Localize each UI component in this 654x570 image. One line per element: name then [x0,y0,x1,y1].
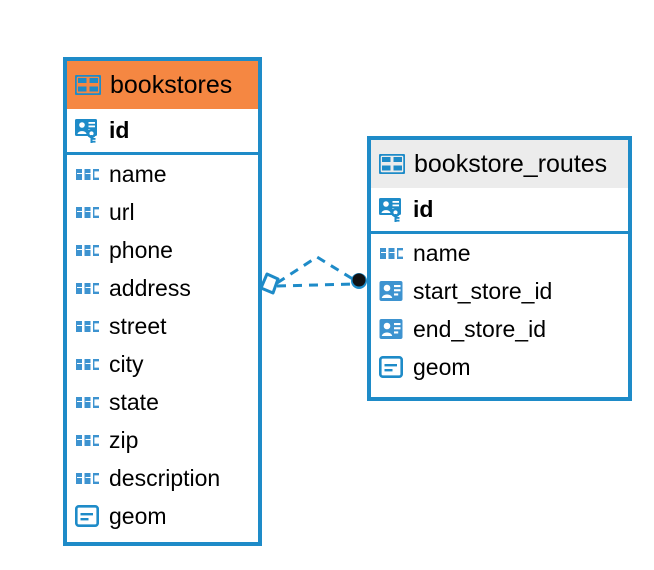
abc-text-icon [75,433,101,447]
field-label: city [109,350,144,377]
relationship-connector[interactable] [255,243,380,313]
field-row-url[interactable]: url [67,193,258,231]
abc-text-icon [75,395,101,409]
field-row-geom[interactable]: geom [67,497,258,535]
abc-text-icon [75,167,101,181]
primary-key-icon [75,118,101,144]
field-label: end_store_id [413,315,546,342]
entity-header-bookstores[interactable]: bookstores [67,61,258,109]
abc-text-icon [75,281,101,295]
entity-bookstore-routes[interactable]: bookstore_routes id [367,136,632,401]
entity-title-bookstore-routes: bookstore_routes [414,149,608,178]
field-label: street [109,312,167,339]
field-row-address[interactable]: address [67,269,258,307]
field-row-city[interactable]: city [67,345,258,383]
field-row-state[interactable]: state [67,383,258,421]
field-label: geom [109,502,167,529]
field-row-id[interactable]: id [67,109,258,155]
field-label: address [109,274,191,301]
entity-title-bookstores: bookstores [110,70,233,99]
field-label: geom [413,353,471,380]
field-row-start-store-id[interactable]: start_store_id [371,272,628,310]
field-label: id [109,117,130,143]
field-label: id [413,196,434,222]
geometry-icon [74,504,101,527]
foreign-key-icon [379,280,405,303]
abc-text-icon [379,246,405,260]
field-label: zip [109,426,139,453]
field-row-geom[interactable]: geom [371,348,628,386]
filled-circle-marker [351,273,367,289]
relationship-edge-upper [276,255,357,285]
field-row-description[interactable]: description [67,459,258,497]
abc-text-icon [75,319,101,333]
table-icon [378,153,406,175]
abc-text-icon [75,357,101,371]
diamond-marker [259,272,280,295]
entity-bookstores[interactable]: bookstores id [63,57,262,546]
field-label: name [109,160,167,187]
relationship-edge-lower [276,282,356,288]
field-row-street[interactable]: street [67,307,258,345]
geometry-icon [378,355,405,378]
field-label: start_store_id [413,277,553,304]
field-label: phone [109,236,173,263]
foreign-key-icon [379,318,405,341]
entity-header-bookstore-routes[interactable]: bookstore_routes [371,140,628,188]
field-row-name[interactable]: name [67,155,258,193]
primary-key-icon [379,197,405,223]
field-label: description [109,464,221,491]
table-icon [74,74,102,96]
field-row-zip[interactable]: zip [67,421,258,459]
abc-text-icon [75,471,101,485]
field-label: state [109,388,159,415]
field-row-name[interactable]: name [371,234,628,272]
field-row-id[interactable]: id [371,188,628,234]
field-label: url [109,198,135,225]
abc-text-icon [75,243,101,257]
field-label: name [413,239,471,266]
abc-text-icon [75,205,101,219]
field-row-phone[interactable]: phone [67,231,258,269]
field-row-end-store-id[interactable]: end_store_id [371,310,628,348]
